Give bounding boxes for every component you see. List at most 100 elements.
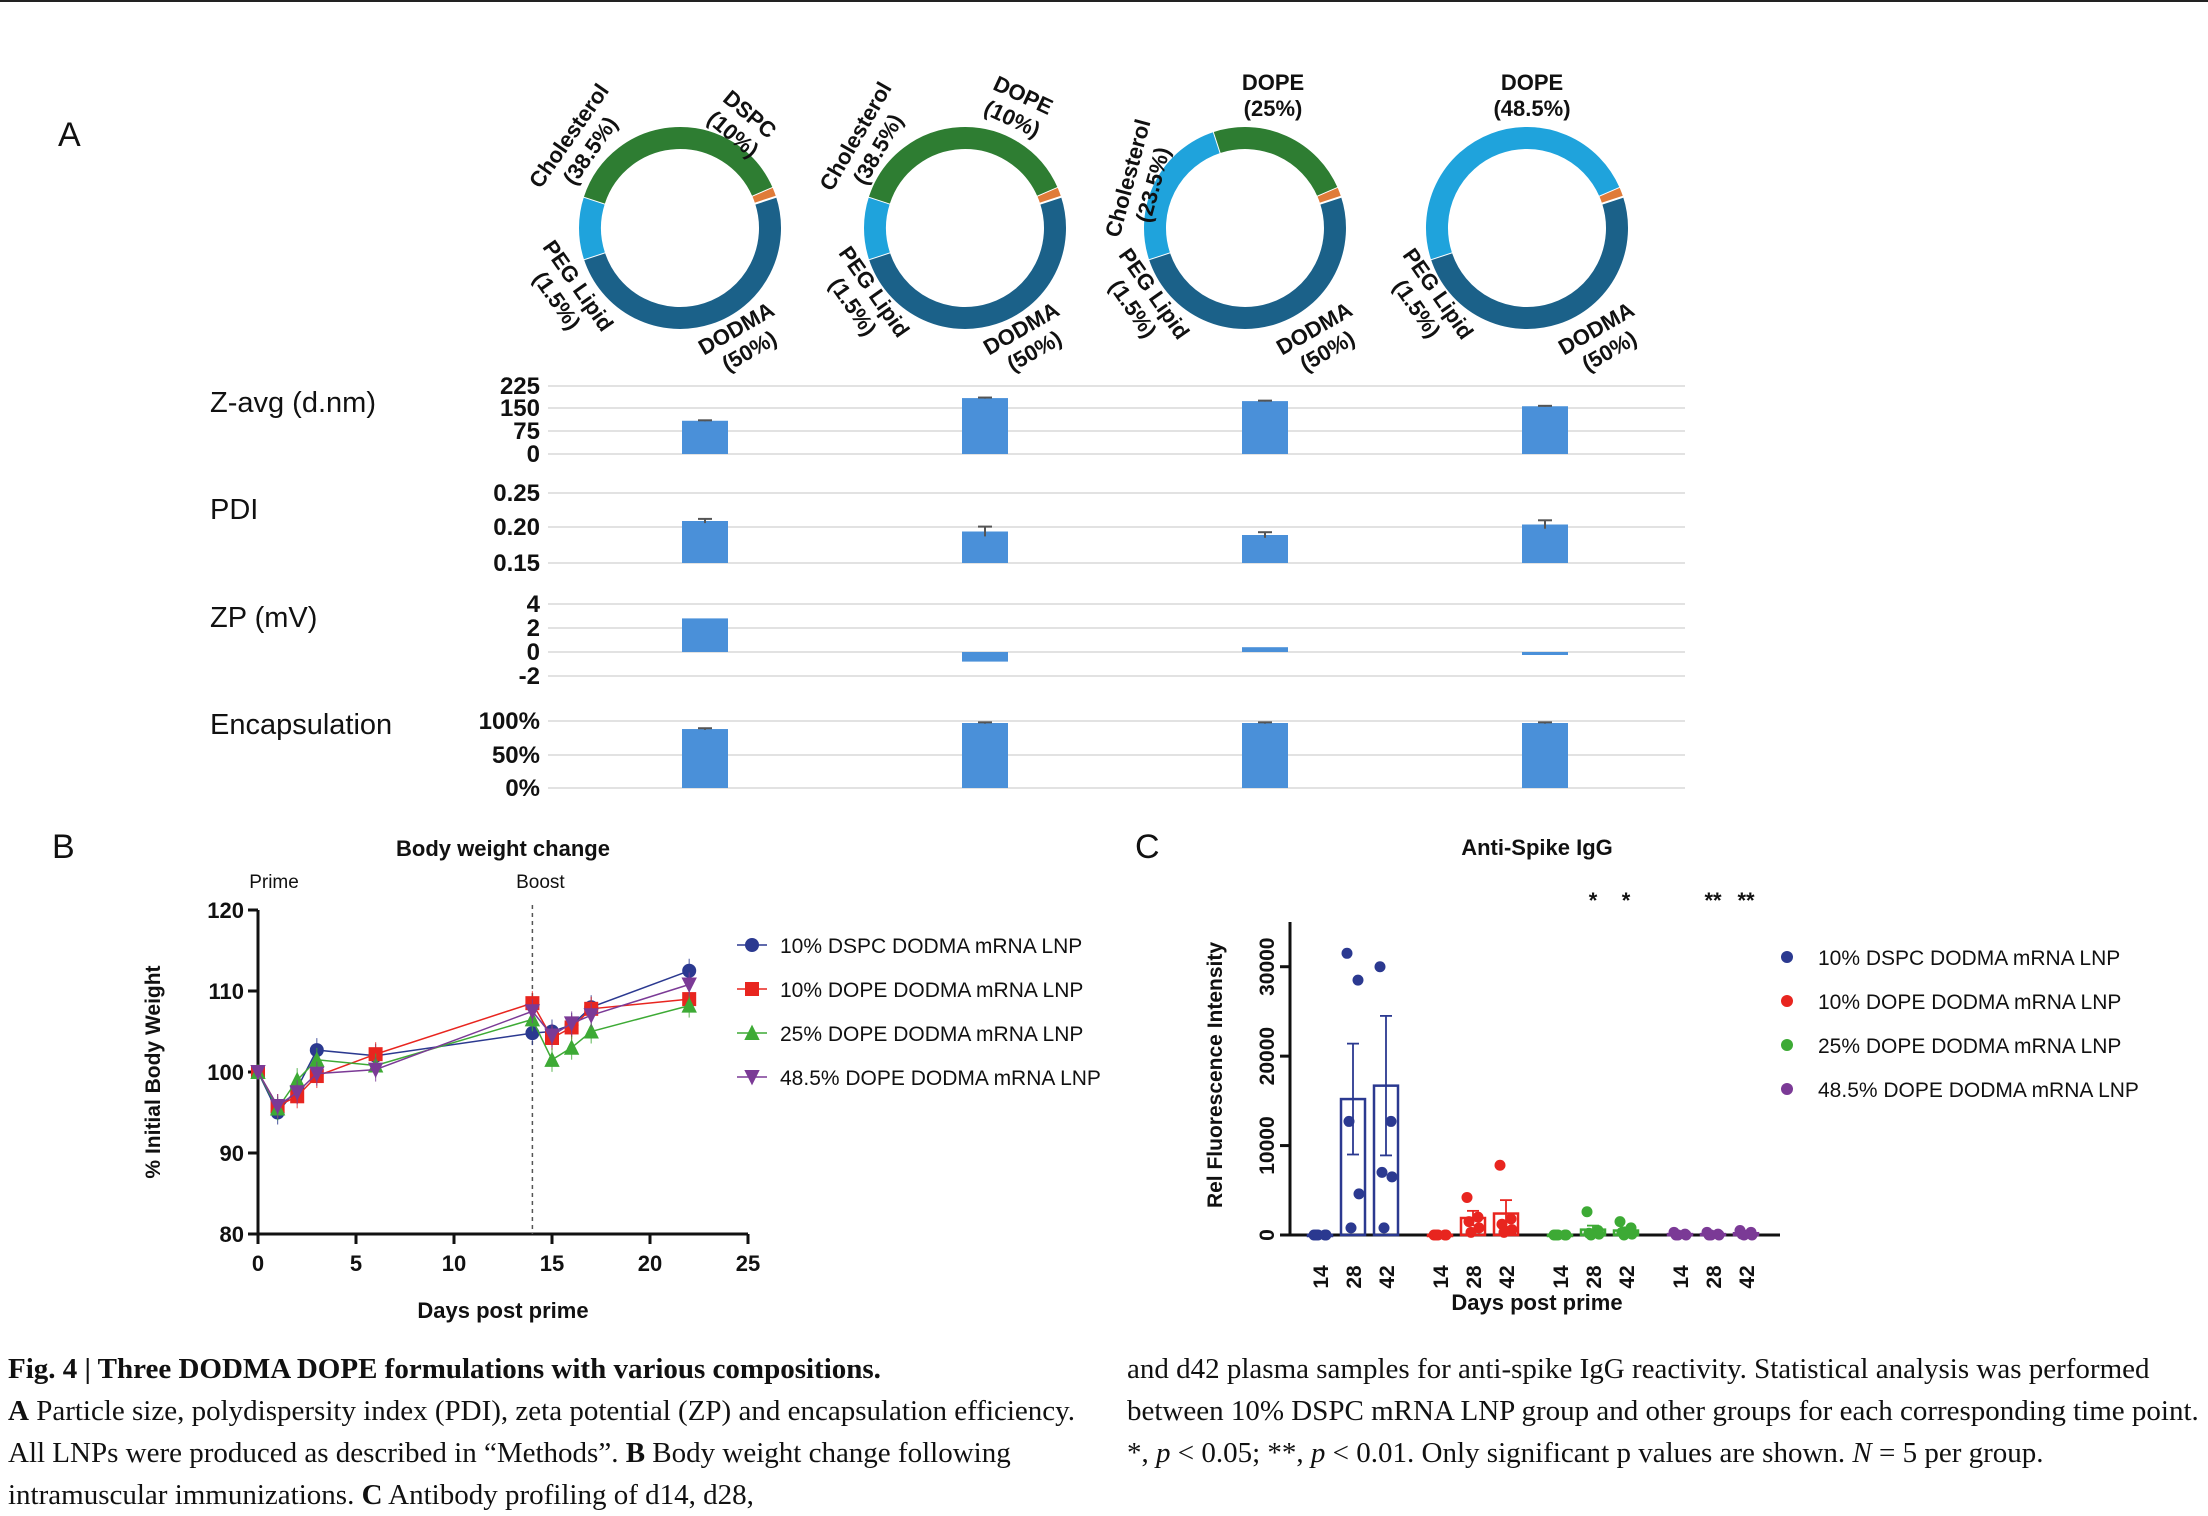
donut-slice [583, 127, 773, 204]
line-chart-title: Body weight change [396, 836, 610, 861]
property-tick-label: 150 [500, 395, 540, 422]
property-tick-label: 4 [527, 591, 541, 618]
line-annotation: Prime [249, 872, 299, 893]
property-row-label: ZP (mV) [210, 602, 317, 634]
y-tick-label: 20000 [1256, 1027, 1279, 1085]
property-tick-label: 0% [505, 775, 540, 802]
property-bar [962, 723, 1008, 788]
property-tick-label: 225 [500, 373, 540, 400]
igg-day-label-group: 28 [1703, 1265, 1726, 1289]
donut-label-name: DOPE [1242, 70, 1304, 95]
property-tick-label: -2 [519, 663, 540, 690]
igg-point [1473, 1222, 1485, 1234]
property-bar [1522, 524, 1568, 563]
donut-slice-separator [753, 195, 778, 205]
line-series-4: 48.5% DOPE DODMA mRNA LNP [250, 972, 1101, 1119]
line-point [250, 1065, 266, 1081]
caption-c-text: Antibody profiling of d14, d28, [382, 1479, 754, 1511]
line-point [681, 977, 697, 993]
donut-slice-separator [1036, 186, 1060, 198]
line-path [257, 1004, 690, 1110]
property-row-label: PDI [210, 494, 258, 526]
line-point [289, 1071, 305, 1088]
donut-label: DOPE(25%) [1242, 70, 1304, 121]
igg-day-label-group: 42 [1736, 1265, 1759, 1288]
igg-day-label-group: 28 [1583, 1265, 1606, 1289]
property-row-label: Z-avg (d.nm) [210, 387, 376, 419]
donut-slice-separator [751, 186, 775, 198]
donut-slice-separator [1600, 195, 1625, 205]
igg-point [1680, 1229, 1692, 1241]
legend-label: 10% DSPC DODMA mRNA LNP [780, 935, 1082, 958]
lipid-donut-2: DODMA(50%)DOPE(10%)Cholesterol(38.5%)PEG… [814, 71, 1066, 377]
figure-4: A B C DODMA(50%)DSPC(10%)Cholesterol(38.… [52, 70, 2139, 1323]
legend-label: 10% DOPE DODMA mRNA LNP [1818, 991, 2121, 1014]
igg-day-label: 42 [1736, 1265, 1759, 1288]
bar-group-2: 14 28 42 10% DOPE DODMA mRNA LNP [1426, 991, 2121, 1289]
x-axis-title: Days post prime [1451, 1290, 1622, 1315]
x-axis-title: Days post prime [417, 1298, 588, 1323]
property-bar [1242, 535, 1288, 563]
caption-a-letter: A [8, 1395, 29, 1427]
igg-day-label: 28 [1463, 1265, 1486, 1289]
y-tick-label: 10000 [1256, 1116, 1279, 1174]
y-tick-label: 80 [220, 1222, 244, 1247]
igg-point [1626, 1228, 1638, 1240]
line-point [524, 1004, 541, 1020]
y-tick-label-group: 10000 [1256, 1116, 1279, 1174]
igg-point [1472, 1211, 1484, 1223]
igg-point [1618, 1229, 1630, 1241]
legend-label: 10% DOPE DODMA mRNA LNP [780, 979, 1083, 1002]
y-tick-label-group: 30000 [1256, 938, 1279, 996]
donut-label-percent: (25%) [1244, 96, 1303, 121]
igg-point [1593, 1228, 1605, 1240]
line-point [309, 1051, 325, 1067]
igg-point [1385, 1115, 1397, 1127]
donut-slice [1144, 131, 1221, 260]
donut-slice-separator [1038, 195, 1063, 205]
igg-point [1352, 974, 1364, 986]
property-bar [1522, 652, 1568, 655]
donut-slice-separator [1318, 195, 1343, 205]
caption-right-3: < 0.01. Only significant p values are sh… [1325, 1437, 1853, 1469]
property-tick-label: 0 [527, 639, 540, 666]
donut-slice [1317, 187, 1342, 204]
igg-point [1463, 1216, 1475, 1228]
legend-marker [1781, 1083, 1793, 1095]
donut-slice [1148, 196, 1346, 329]
line-point [563, 1039, 580, 1055]
y-tick-label: 30000 [1256, 938, 1279, 996]
donut-slice-separator [1316, 186, 1340, 198]
donut-label: Cholesterol(38.5%) [814, 78, 908, 195]
donut-label: DOPE(10%) [980, 71, 1056, 143]
legend-marker [745, 982, 759, 996]
igg-day-label: 28 [1703, 1265, 1726, 1289]
property-bar [1242, 401, 1288, 454]
line-point [525, 1026, 540, 1041]
igg-day-label: 28 [1583, 1265, 1606, 1289]
caption-right-2: < 0.05; **, [1170, 1437, 1311, 1469]
donut-slice-separator [1147, 251, 1172, 261]
property-tick-label: 100% [479, 708, 540, 735]
line-point [681, 997, 697, 1013]
igg-day-label: 42 [1616, 1265, 1639, 1288]
y-axis-title-text: Rel Fluorescence Intensity [1204, 942, 1227, 1208]
igg-point [1378, 1222, 1390, 1234]
igg-point [1746, 1229, 1758, 1241]
property-bar [1522, 406, 1568, 454]
igg-day-label: 14 [1670, 1265, 1693, 1289]
line-annotation: Boost [516, 872, 565, 893]
igg-point [1353, 1188, 1365, 1200]
igg-point [1345, 1222, 1357, 1234]
igg-day-label-group: 14 [1550, 1265, 1573, 1289]
y-tick-label: 90 [220, 1141, 244, 1166]
line-series-2: 10% DOPE DODMA mRNA LNP [251, 979, 1083, 1119]
legend-marker [1781, 951, 1793, 963]
igg-day-label-group: 42 [1376, 1265, 1399, 1288]
panel-a: DODMA(50%)DSPC(10%)Cholesterol(38.5%)PEG… [210, 70, 1685, 802]
igg-point [1505, 1213, 1517, 1225]
